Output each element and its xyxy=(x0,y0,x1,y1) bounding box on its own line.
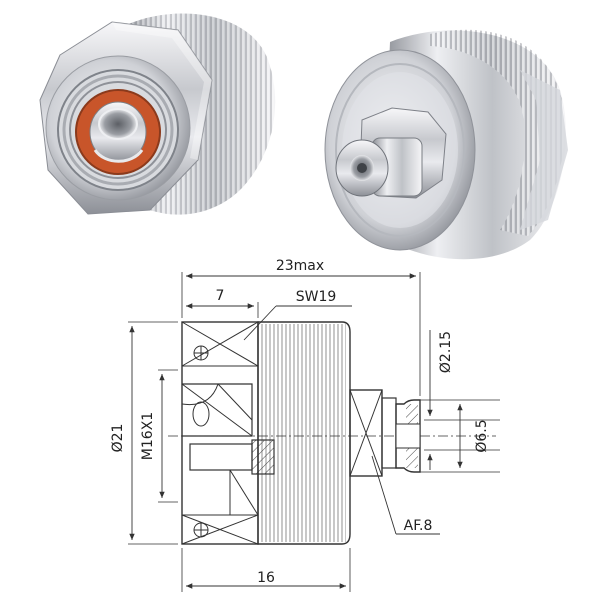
insulator-hatch xyxy=(251,439,275,475)
connector-rear-photo xyxy=(324,29,568,260)
dim-outer-diameter: Ø21 xyxy=(110,424,126,453)
knurled-body-outline xyxy=(257,321,351,545)
dim-rear-diameter: Ø6.5 xyxy=(474,419,490,452)
dim-hex-size: SW19 xyxy=(296,289,337,305)
dim-flat-size: AF.8 xyxy=(404,518,433,534)
dim-nut-width: 7 xyxy=(216,288,225,304)
connector-front-photo xyxy=(39,13,276,215)
nut-section xyxy=(181,321,259,545)
dim-overall-length: 23max xyxy=(276,258,324,274)
dim-thread: M16X1 xyxy=(140,412,156,460)
dim-pin-diameter: Ø2.15 xyxy=(438,331,454,373)
technical-drawing xyxy=(128,272,500,592)
dim-body-length: 16 xyxy=(257,570,275,586)
